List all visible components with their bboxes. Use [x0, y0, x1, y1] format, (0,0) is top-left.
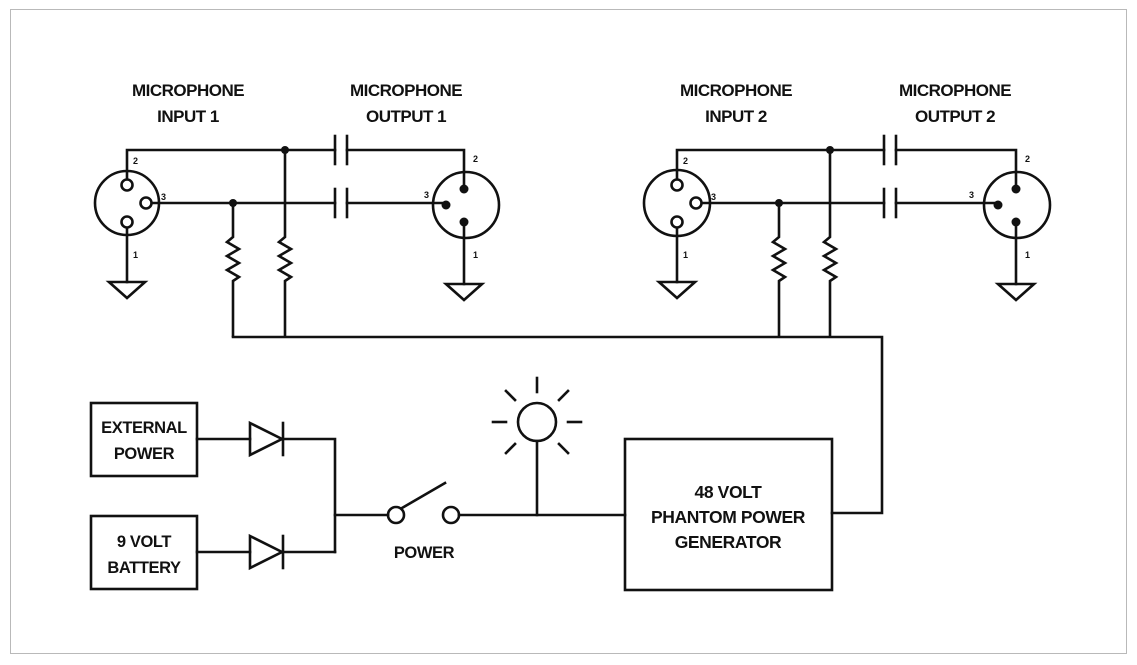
battery-label-line2: BATTERY	[107, 559, 181, 577]
resistor-icon	[276, 150, 294, 337]
mic-input-2-label-line2: INPUT 2	[705, 107, 767, 126]
diode-icon	[248, 420, 285, 458]
pin-3-label: 3	[969, 190, 974, 200]
diode-icon	[248, 533, 285, 571]
channel-2: 2 3 1 2 3 1	[642, 134, 1052, 337]
external-power-box	[89, 401, 199, 478]
ground-icon	[105, 280, 149, 300]
pin-2-label: 2	[1025, 154, 1030, 164]
pin-2-label: 2	[683, 156, 688, 166]
mic-output-2-label-line2: OUTPUT 2	[915, 107, 995, 126]
mic-input-1-label-line1: MICROPHONE	[132, 81, 244, 100]
external-power-label-line1: EXTERNAL	[101, 419, 187, 437]
pin-1-label: 1	[1025, 250, 1030, 260]
battery-box	[89, 514, 199, 591]
external-power-label-line2: POWER	[114, 445, 175, 463]
capacitor-icon	[333, 187, 349, 219]
ch2-pin2-wire	[675, 148, 886, 181]
mic-output-2-label-line1: MICROPHONE	[899, 81, 1011, 100]
pin-2-label: 2	[133, 156, 138, 166]
xlr-input-1-connector	[93, 169, 161, 237]
mic-output-1-label-line1: MICROPHONE	[350, 81, 462, 100]
mic-input-1-label-line2: INPUT 1	[157, 107, 219, 126]
switch-lever	[400, 481, 447, 510]
pin-1-label: 1	[683, 250, 688, 260]
capacitor-icon	[882, 187, 898, 219]
pin-3-label: 3	[161, 192, 166, 202]
generator-label-line1: 48 VOLT	[695, 482, 763, 502]
channel-1: 2 3 1 2	[93, 134, 501, 337]
phantom-power-generator-box	[623, 437, 834, 592]
capacitor-icon	[333, 134, 349, 166]
ground-icon	[994, 282, 1038, 302]
ch2-out-pin2-wire	[894, 148, 1018, 187]
power-switch-label: POWER	[394, 544, 455, 562]
switch-contact	[386, 505, 406, 525]
power-section: EXTERNAL POWER 9 VOLT BATTERY POWER	[89, 376, 834, 592]
generator-label-line3: GENERATOR	[675, 532, 782, 552]
xlr-output-1-connector	[431, 170, 501, 240]
switch-contact	[441, 505, 461, 525]
ground-icon	[655, 280, 699, 300]
ground-icon	[442, 282, 486, 302]
capacitor-icon	[882, 134, 898, 166]
generator-label-line2: PHANTOM POWER	[651, 507, 806, 527]
diagram-frame	[10, 9, 1127, 654]
pin-3-label: 3	[424, 190, 429, 200]
resistor-icon	[224, 203, 242, 337]
pin-1-label: 1	[133, 250, 138, 260]
mic-output-1-label-line2: OUTPUT 1	[366, 107, 446, 126]
battery-label-line1: 9 VOLT	[117, 533, 171, 551]
pin-3-label: 3	[711, 192, 716, 202]
phantom-power-bus-wire	[231, 335, 884, 515]
resistor-icon	[821, 150, 839, 337]
pin-1-label: 1	[473, 250, 478, 260]
mic-input-2-label-line1: MICROPHONE	[680, 81, 792, 100]
resistor-icon	[770, 203, 788, 337]
diode-or-wire	[281, 437, 337, 554]
ch1-pin2-wire	[125, 148, 337, 181]
pin-2-label: 2	[473, 154, 478, 164]
